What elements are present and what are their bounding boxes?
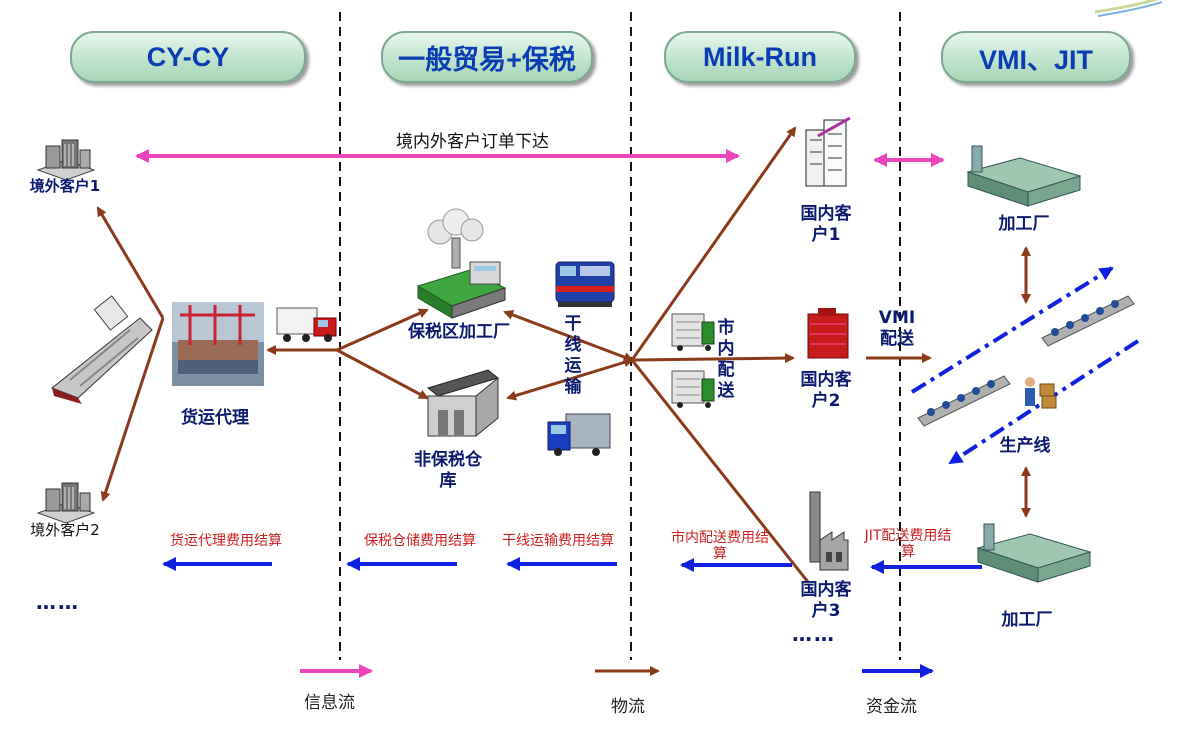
legend-info-flow-label: 信息流 bbox=[304, 693, 355, 713]
trunk-transport-label: 干线运输 bbox=[564, 314, 582, 397]
non-bonded-warehouse-label: 非保税仓库 bbox=[414, 450, 482, 491]
container-port-photo bbox=[172, 302, 264, 386]
city-delivery-fee-label: 市内配送费用结算 bbox=[671, 530, 769, 562]
section-cy-cy: CY-CY bbox=[70, 31, 306, 83]
warehouse-icon bbox=[426, 369, 500, 438]
forwarder-fee-label: 货运代理费用结算 bbox=[170, 533, 282, 549]
office-building-icon bbox=[36, 482, 96, 524]
legend-capital-flow-label: 资金流 bbox=[866, 697, 917, 717]
city-delivery-label: 市内配送 bbox=[717, 318, 735, 401]
section-vmi-jit: VMI、JIT bbox=[941, 31, 1131, 83]
production-line-label: 生产线 bbox=[999, 436, 1051, 456]
freight-forwarder-label: 货运代理 bbox=[181, 408, 249, 428]
bonded-storage-fee-label: 保税仓储费用结算 bbox=[364, 533, 476, 549]
logistics-arrows bbox=[96, 126, 1031, 583]
overseas-customer-1-label: 境外客户1 bbox=[29, 177, 101, 195]
cargo-ship-icon bbox=[51, 295, 153, 404]
production-line-arrow-top bbox=[910, 266, 1114, 394]
vmi-delivery-label: VMI配送 bbox=[878, 308, 916, 349]
domestic-customer-1-label: 国内客户1 bbox=[800, 204, 852, 245]
office-tower-icon bbox=[805, 116, 851, 187]
bonded-factory-label: 保税区加工厂 bbox=[408, 322, 510, 342]
office-building-icon bbox=[36, 139, 96, 181]
factory-top-label: 加工厂 bbox=[998, 214, 1050, 234]
factory-building-icon bbox=[966, 145, 1082, 207]
ellipsis-right: …… bbox=[792, 622, 836, 646]
worker-with-boxes-icon bbox=[1025, 377, 1057, 409]
production-line-arrow-bottom bbox=[948, 339, 1140, 465]
trunk-fee-label: 干线运输费用结算 bbox=[502, 533, 614, 549]
overseas-customer-2-label: 境外客户2 bbox=[30, 521, 100, 539]
factory-bottom-label: 加工厂 bbox=[1001, 610, 1053, 630]
semi-truck-icon bbox=[276, 307, 337, 342]
factory-icon bbox=[416, 208, 507, 319]
capital-arrows bbox=[162, 557, 982, 574]
order-flow-label: 境内外客户订单下达 bbox=[396, 132, 549, 152]
industrial-plant-icon bbox=[809, 491, 849, 571]
delivery-van-icon bbox=[671, 370, 715, 408]
delivery-van-icon bbox=[671, 313, 715, 351]
red-building-icon bbox=[807, 308, 849, 359]
assembly-line-icon bbox=[917, 295, 1135, 427]
section-general-trade-bonded: 一般贸易+保税 bbox=[381, 31, 593, 83]
section-milk-run: Milk-Run bbox=[664, 31, 856, 83]
legend-logistics-flow-label: 物流 bbox=[611, 697, 645, 717]
domestic-customer-3-label: 国内客户3 bbox=[800, 580, 852, 621]
jit-delivery-fee-label: JIT配送费用结算 bbox=[864, 528, 952, 560]
domestic-customer-2-label: 国内客户2 bbox=[800, 370, 852, 411]
truck-icon bbox=[547, 413, 611, 456]
ellipsis-left: …… bbox=[36, 590, 80, 614]
train-icon bbox=[555, 261, 615, 307]
factory-building-icon bbox=[976, 523, 1092, 583]
